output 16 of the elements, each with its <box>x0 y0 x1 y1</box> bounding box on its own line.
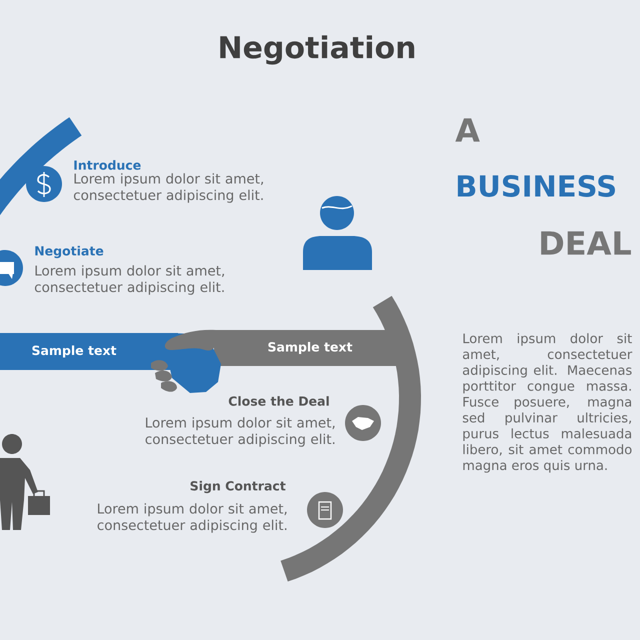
arm-bar: Sample text <box>0 333 178 370</box>
step-text: Lorem ipsum dolor sit amet, consectetuer adipiscing elit. <box>74 173 263 203</box>
node-label: Sample text <box>268 342 352 354</box>
headline-word: DEAL <box>541 231 631 255</box>
headline-word: BUSINESS <box>458 175 615 197</box>
paragraph: Lorem ipsum dolor sit amet, consectetuer adipiscing elit. Maecenas porttitor congue massa. Fusce posuere, magna sed pulvinar ultricies, purus lectus malesuada libero, sit amet commodo magna eros quis urna. <box>462 333 632 473</box>
step-heading: Close the Deal <box>228 396 329 406</box>
step-text: Lorem ipsum dolor sit amet, consectetuer adipiscing elit. <box>34 265 224 295</box>
node-label: Sample text <box>32 345 116 358</box>
step-heading: Sign Contract <box>190 480 286 494</box>
step-heading: Negotiate <box>35 246 104 258</box>
step-text: Lorem ipsum dolor sit amet, consectetuer adipiscing elit. <box>98 503 286 533</box>
headline-word: A <box>455 118 480 142</box>
title: Negotiation <box>220 35 414 65</box>
step-text: Lorem ipsum dolor sit amet, consectetuer adipiscing elit. <box>146 417 334 447</box>
step-heading: Introduce <box>74 160 141 170</box>
